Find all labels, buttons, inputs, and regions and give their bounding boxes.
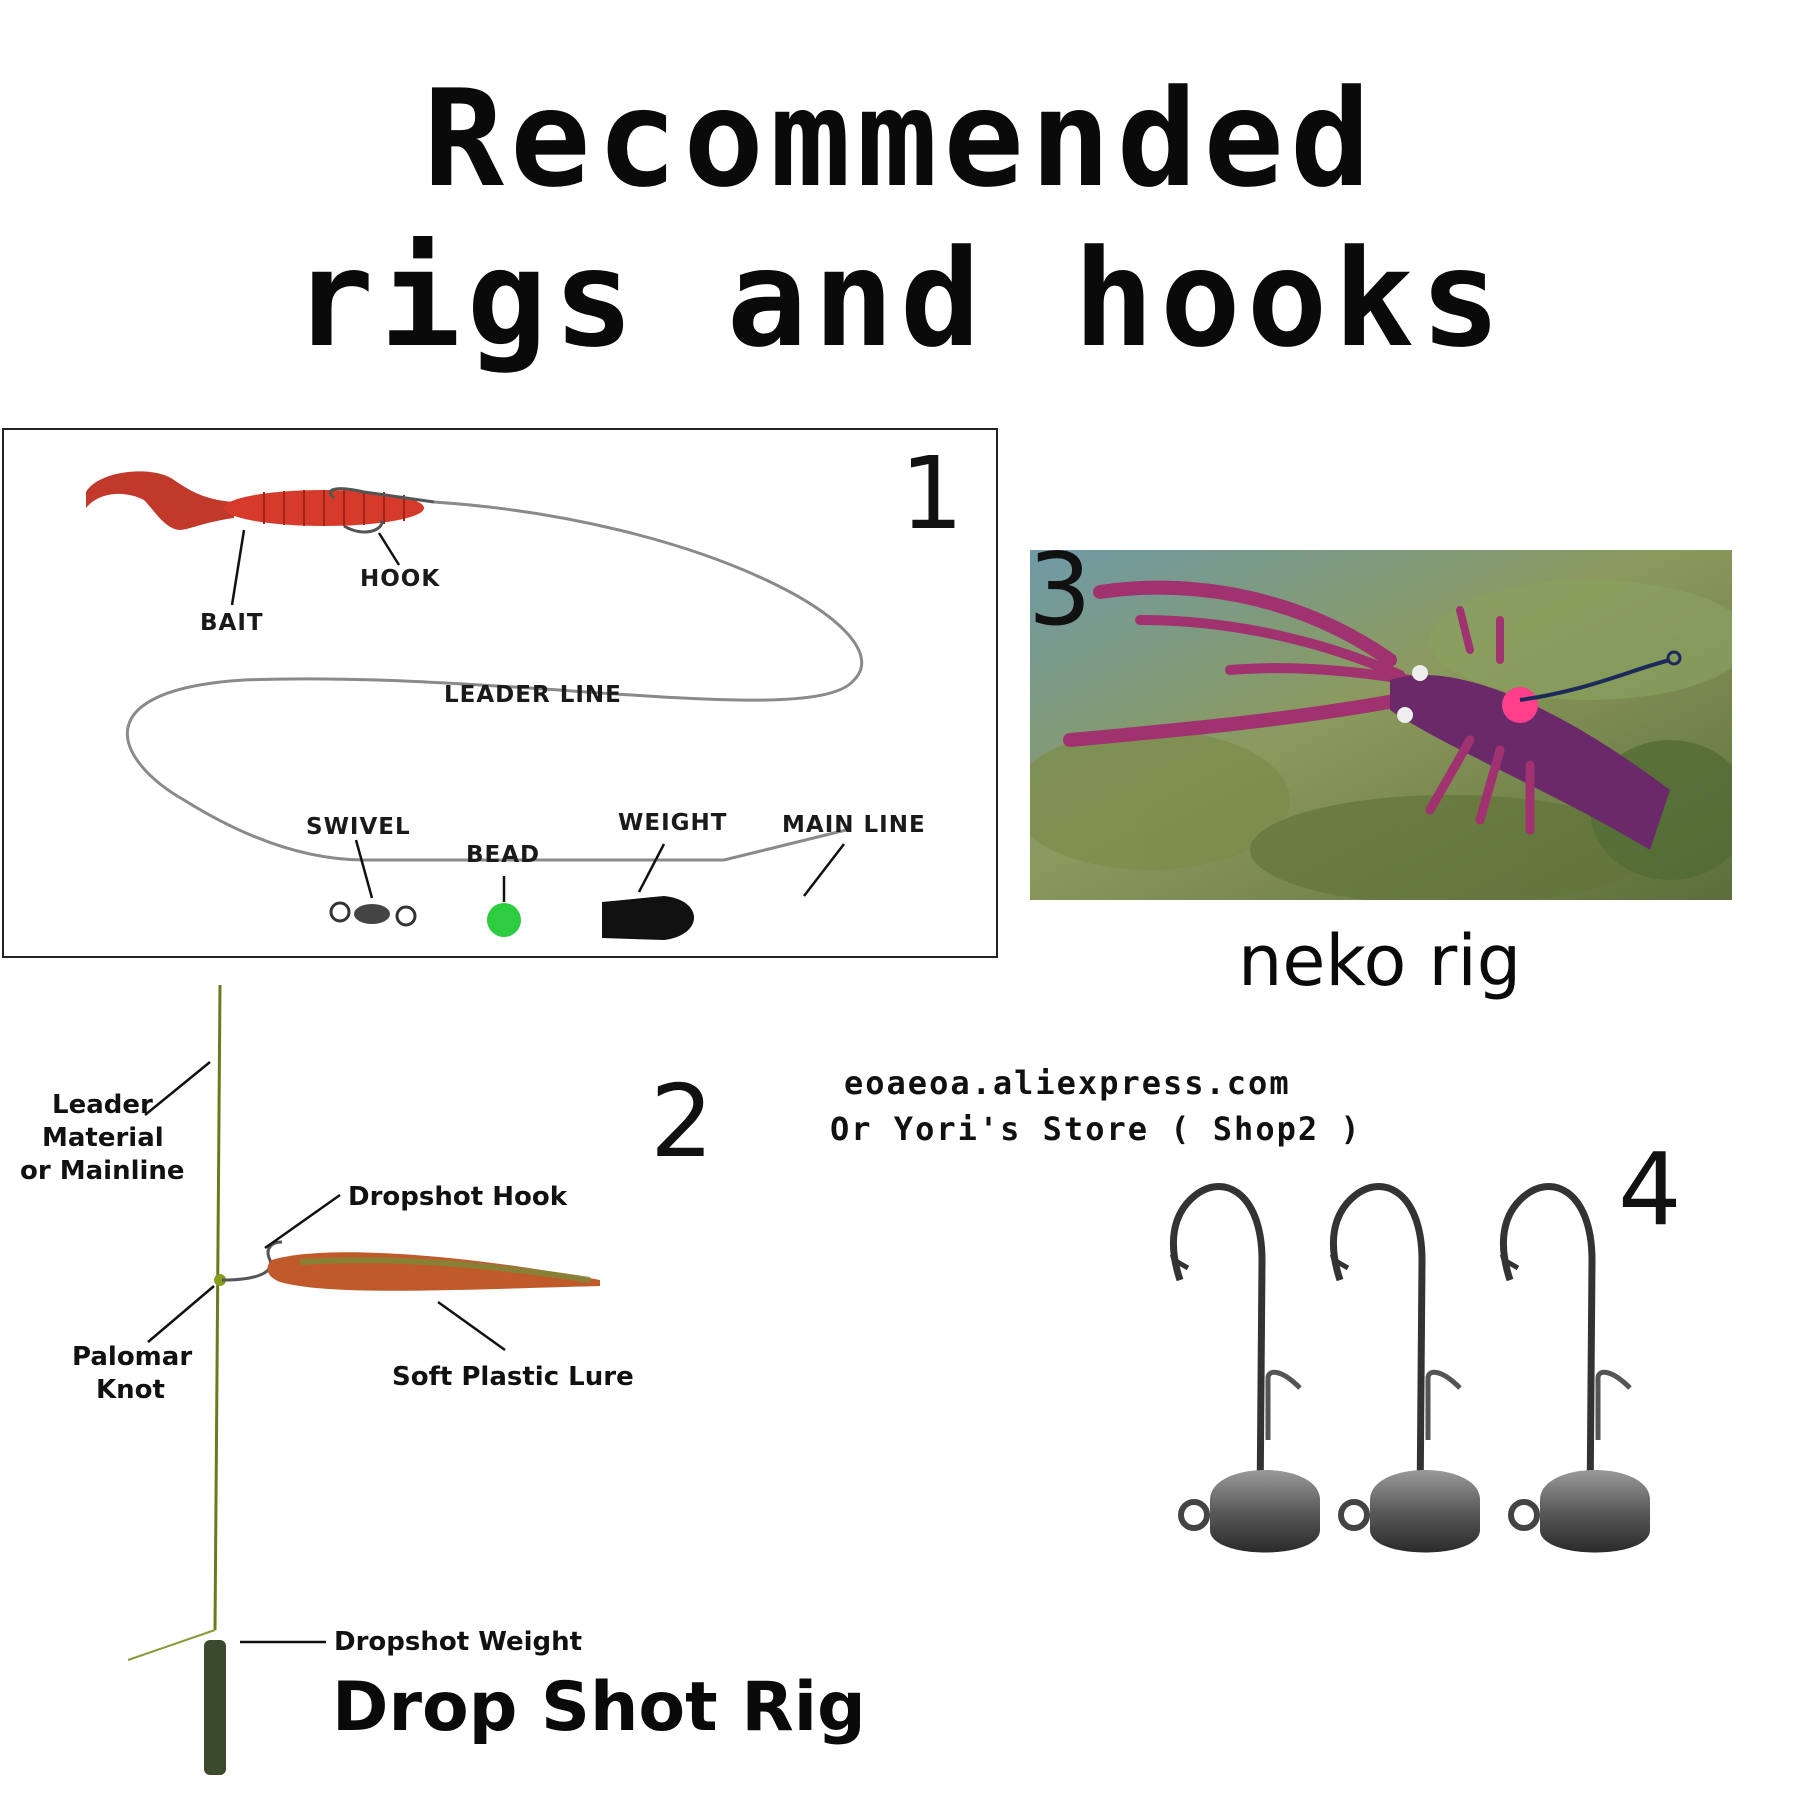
rig1-weight — [602, 896, 694, 940]
rig2-label-dropshot-hook: Dropshot Hook — [348, 1182, 567, 1212]
rig1-label-main-line: MAIN LINE — [782, 812, 926, 838]
rig2-number: 2 — [650, 1063, 714, 1180]
rig1-bait-pointer — [230, 529, 246, 606]
rig1-bead — [487, 903, 521, 937]
rig1-swivel-pointer — [354, 839, 374, 899]
rig4-jig-2 — [1329, 1183, 1480, 1553]
rig1-leader-line — [126, 500, 863, 862]
rig2-label-leader-2: Material — [42, 1123, 164, 1153]
rig1-panel: BAIT HOOK LEADER LINE SWIVEL BEAD WEIGHT… — [2, 428, 998, 958]
rig1-label-hook: HOOK — [360, 566, 441, 592]
rig2-label-dropshot-weight: Dropshot Weight — [334, 1627, 583, 1657]
rig2-hook — [221, 1240, 283, 1282]
rig3-photo — [1030, 550, 1732, 900]
rig1-bait-tail — [86, 471, 234, 530]
rig2-label-leader-3: or Mainline — [20, 1156, 185, 1186]
rig3-shrimp-lure — [1063, 580, 1682, 850]
rig1-mainline-pointer — [803, 843, 845, 897]
rig3-number: 3 — [1028, 531, 1092, 648]
rig1-swivel — [329, 901, 417, 927]
rig1-hook-pointer — [377, 532, 401, 566]
rig3-rock-texture — [1030, 580, 1732, 900]
page-title-line2: rigs and hooks — [293, 221, 1507, 377]
rig2-lure-pointer — [437, 1300, 506, 1352]
rig1-label-weight: WEIGHT — [618, 810, 728, 836]
rig3-caption: neko rig — [1238, 920, 1522, 1002]
rig4-jig-heads — [1169, 1183, 1650, 1553]
rig1-weight-pointer — [637, 843, 666, 893]
rig2-label-palomar-1: Palomar — [72, 1342, 193, 1372]
rig1-diagram — [86, 471, 863, 940]
rig1-hook — [328, 487, 435, 534]
rig2-leader-pointer — [144, 1061, 211, 1116]
rig1-number: 1 — [900, 435, 964, 552]
rig4-jig-1 — [1169, 1183, 1320, 1553]
page-title-line1: Recommended — [423, 61, 1377, 217]
rig2-palomar-pointer — [147, 1285, 215, 1343]
rig2-dropshot-weight — [204, 1640, 226, 1775]
rig2-label-leader-1: Leader — [52, 1090, 153, 1120]
rig2-label-soft-plastic-lure: Soft Plastic Lure — [392, 1362, 634, 1392]
rig2-diagram — [127, 984, 600, 1775]
rig1-label-swivel: SWIVEL — [306, 814, 411, 840]
rig4-jig-3 — [1499, 1183, 1650, 1553]
rig2-palomar-knot — [214, 1274, 226, 1286]
rig2-hook-pointer — [264, 1193, 341, 1250]
rig1-label-bead: BEAD — [466, 842, 541, 868]
store-line2: Or Yori's Store ( Shop2 ) — [830, 1110, 1362, 1148]
rig2-label-palomar-2: Knot — [96, 1375, 165, 1405]
rig2-caption: Drop Shot Rig — [332, 1668, 866, 1747]
store-line1: eoaeoa.aliexpress.com — [844, 1064, 1291, 1102]
rig1-label-leader-line: LEADER LINE — [444, 682, 622, 708]
rig2-tag-line — [127, 1629, 216, 1661]
rig1-bait-segments — [263, 490, 405, 526]
rig4-number: 4 — [1618, 1131, 1682, 1248]
rig2-leader-line — [213, 984, 222, 1631]
rig1-label-bait: BAIT — [200, 610, 264, 636]
